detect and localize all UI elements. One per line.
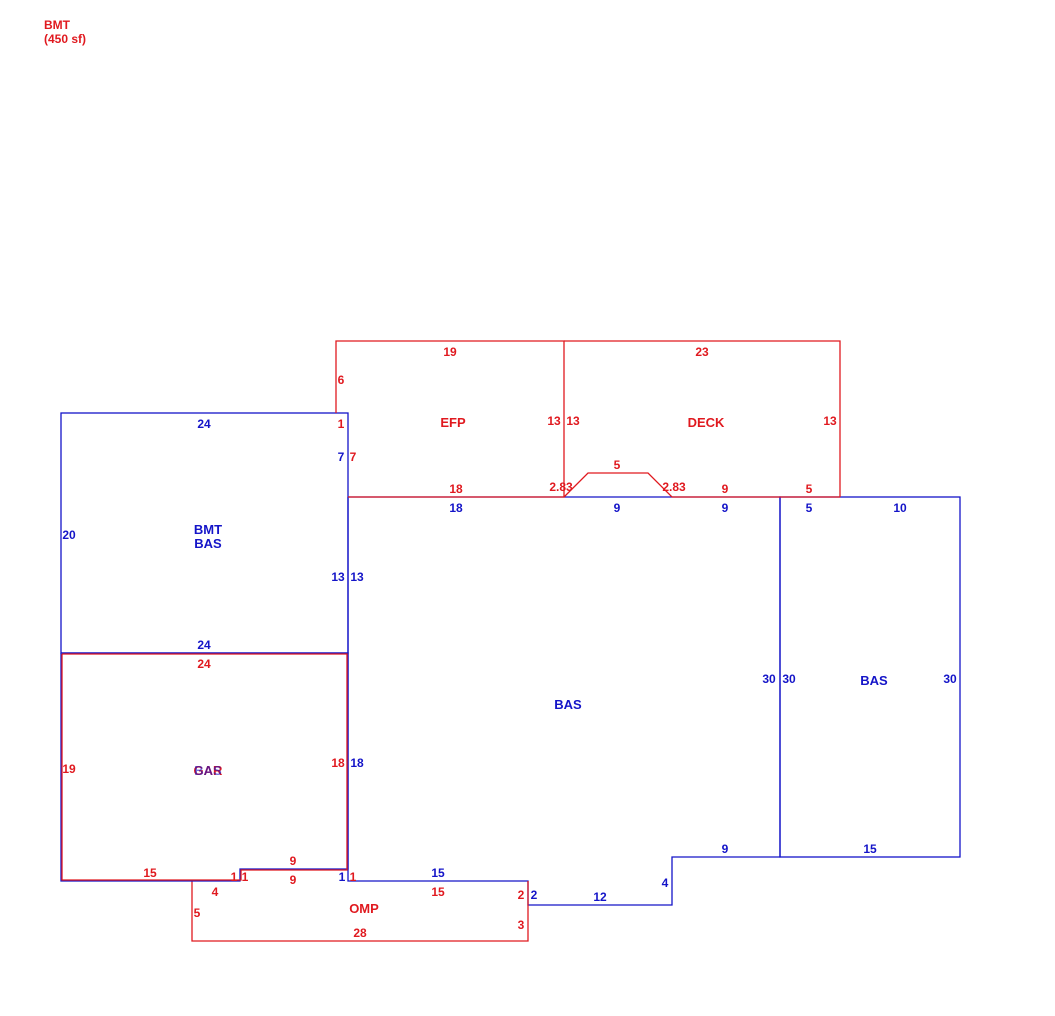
area-label-gar: GAR xyxy=(194,763,224,778)
dim-label: 9 xyxy=(290,873,297,887)
dim-label: 15 xyxy=(431,866,445,880)
dim-label: 20 xyxy=(62,528,76,542)
dim-label: 9 xyxy=(722,501,729,515)
dim-label: 18 xyxy=(331,756,345,770)
dim-label: 30 xyxy=(943,672,957,686)
dim-label: 1 xyxy=(339,870,346,884)
blue-dimension-labels: 7 18 9 9 5 10 24 20 13 13 24 30 30 30 18… xyxy=(62,417,957,904)
dim-label: 13 xyxy=(566,414,580,428)
area-label-efp: EFP xyxy=(440,415,466,430)
dim-label: 18 xyxy=(449,482,463,496)
dim-label: 2 xyxy=(518,888,525,902)
area-label-bas-center: BAS xyxy=(554,697,582,712)
dim-label: 13 xyxy=(331,570,345,584)
dim-label: 9 xyxy=(290,854,297,868)
legend-area: (450 sf) xyxy=(44,32,87,46)
dim-label: 4 xyxy=(662,876,669,890)
area-label-bmt: BMT xyxy=(194,522,222,537)
sketch-legend: BMT (450 sf) xyxy=(44,18,86,46)
dim-label: 23 xyxy=(695,345,709,359)
garage-outline xyxy=(60,652,349,882)
deck-outline xyxy=(564,340,841,497)
red-dimension-labels: 19 23 6 1 7 13 13 13 5 2.83 2.83 18 9 5 … xyxy=(62,345,837,940)
area-label-bas-left: BAS xyxy=(194,536,222,551)
omp-outline xyxy=(191,881,529,942)
dim-label: 1 xyxy=(350,870,357,884)
living-area-outlines xyxy=(60,412,961,906)
dim-label: 24 xyxy=(197,417,211,431)
area-label-bas-right: BAS xyxy=(860,673,888,688)
dim-label: 9 xyxy=(722,842,729,856)
dim-label: 13 xyxy=(350,570,364,584)
dim-label: 24 xyxy=(197,638,211,652)
dim-label: 9 xyxy=(614,501,621,515)
addition-outlines xyxy=(191,340,841,942)
area-labels: BMT BAS GAR BAS EFP DECK BAS BAS OMP xyxy=(194,415,888,916)
dim-label: 6 xyxy=(338,373,345,387)
dim-label: 15 xyxy=(431,885,445,899)
legend-title: BMT xyxy=(44,18,70,32)
bas-right-outline xyxy=(779,496,961,858)
dim-label: 5 xyxy=(614,458,621,472)
dim-label: 2.83 xyxy=(549,480,573,494)
dim-label: 24 xyxy=(197,657,211,671)
dim-label: 9 xyxy=(722,482,729,496)
area-label-deck: DECK xyxy=(688,415,725,430)
dim-label: 19 xyxy=(62,762,76,776)
dim-label: 13 xyxy=(547,414,561,428)
area-label-omp: OMP xyxy=(349,901,379,916)
dim-label: 1 xyxy=(231,870,238,884)
dim-label: 5 xyxy=(806,482,813,496)
area-label-gar-bas: BAS xyxy=(194,763,222,778)
dim-label: 2.83 xyxy=(662,480,686,494)
dim-label: 18 xyxy=(350,756,364,770)
dim-label: 15 xyxy=(863,842,877,856)
dim-label: 12 xyxy=(593,890,607,904)
deck-notch-outline xyxy=(563,472,840,498)
dim-label: 28 xyxy=(353,926,367,940)
dim-label: 5 xyxy=(806,501,813,515)
dim-label: 1 xyxy=(242,870,249,884)
dim-label: 10 xyxy=(893,501,907,515)
dim-label: 5 xyxy=(194,906,201,920)
dim-label: 2 xyxy=(531,888,538,902)
dim-label: 3 xyxy=(518,918,525,932)
dim-label: 30 xyxy=(782,672,796,686)
dim-label: 15 xyxy=(143,866,157,880)
dim-label: 1 xyxy=(338,417,345,431)
dim-label: 18 xyxy=(449,501,463,515)
dim-label: 7 xyxy=(350,450,357,464)
dim-label: 13 xyxy=(823,414,837,428)
dim-label: 30 xyxy=(762,672,776,686)
dim-label: 4 xyxy=(212,885,219,899)
dim-label: 7 xyxy=(338,450,345,464)
dim-label: 19 xyxy=(443,345,457,359)
